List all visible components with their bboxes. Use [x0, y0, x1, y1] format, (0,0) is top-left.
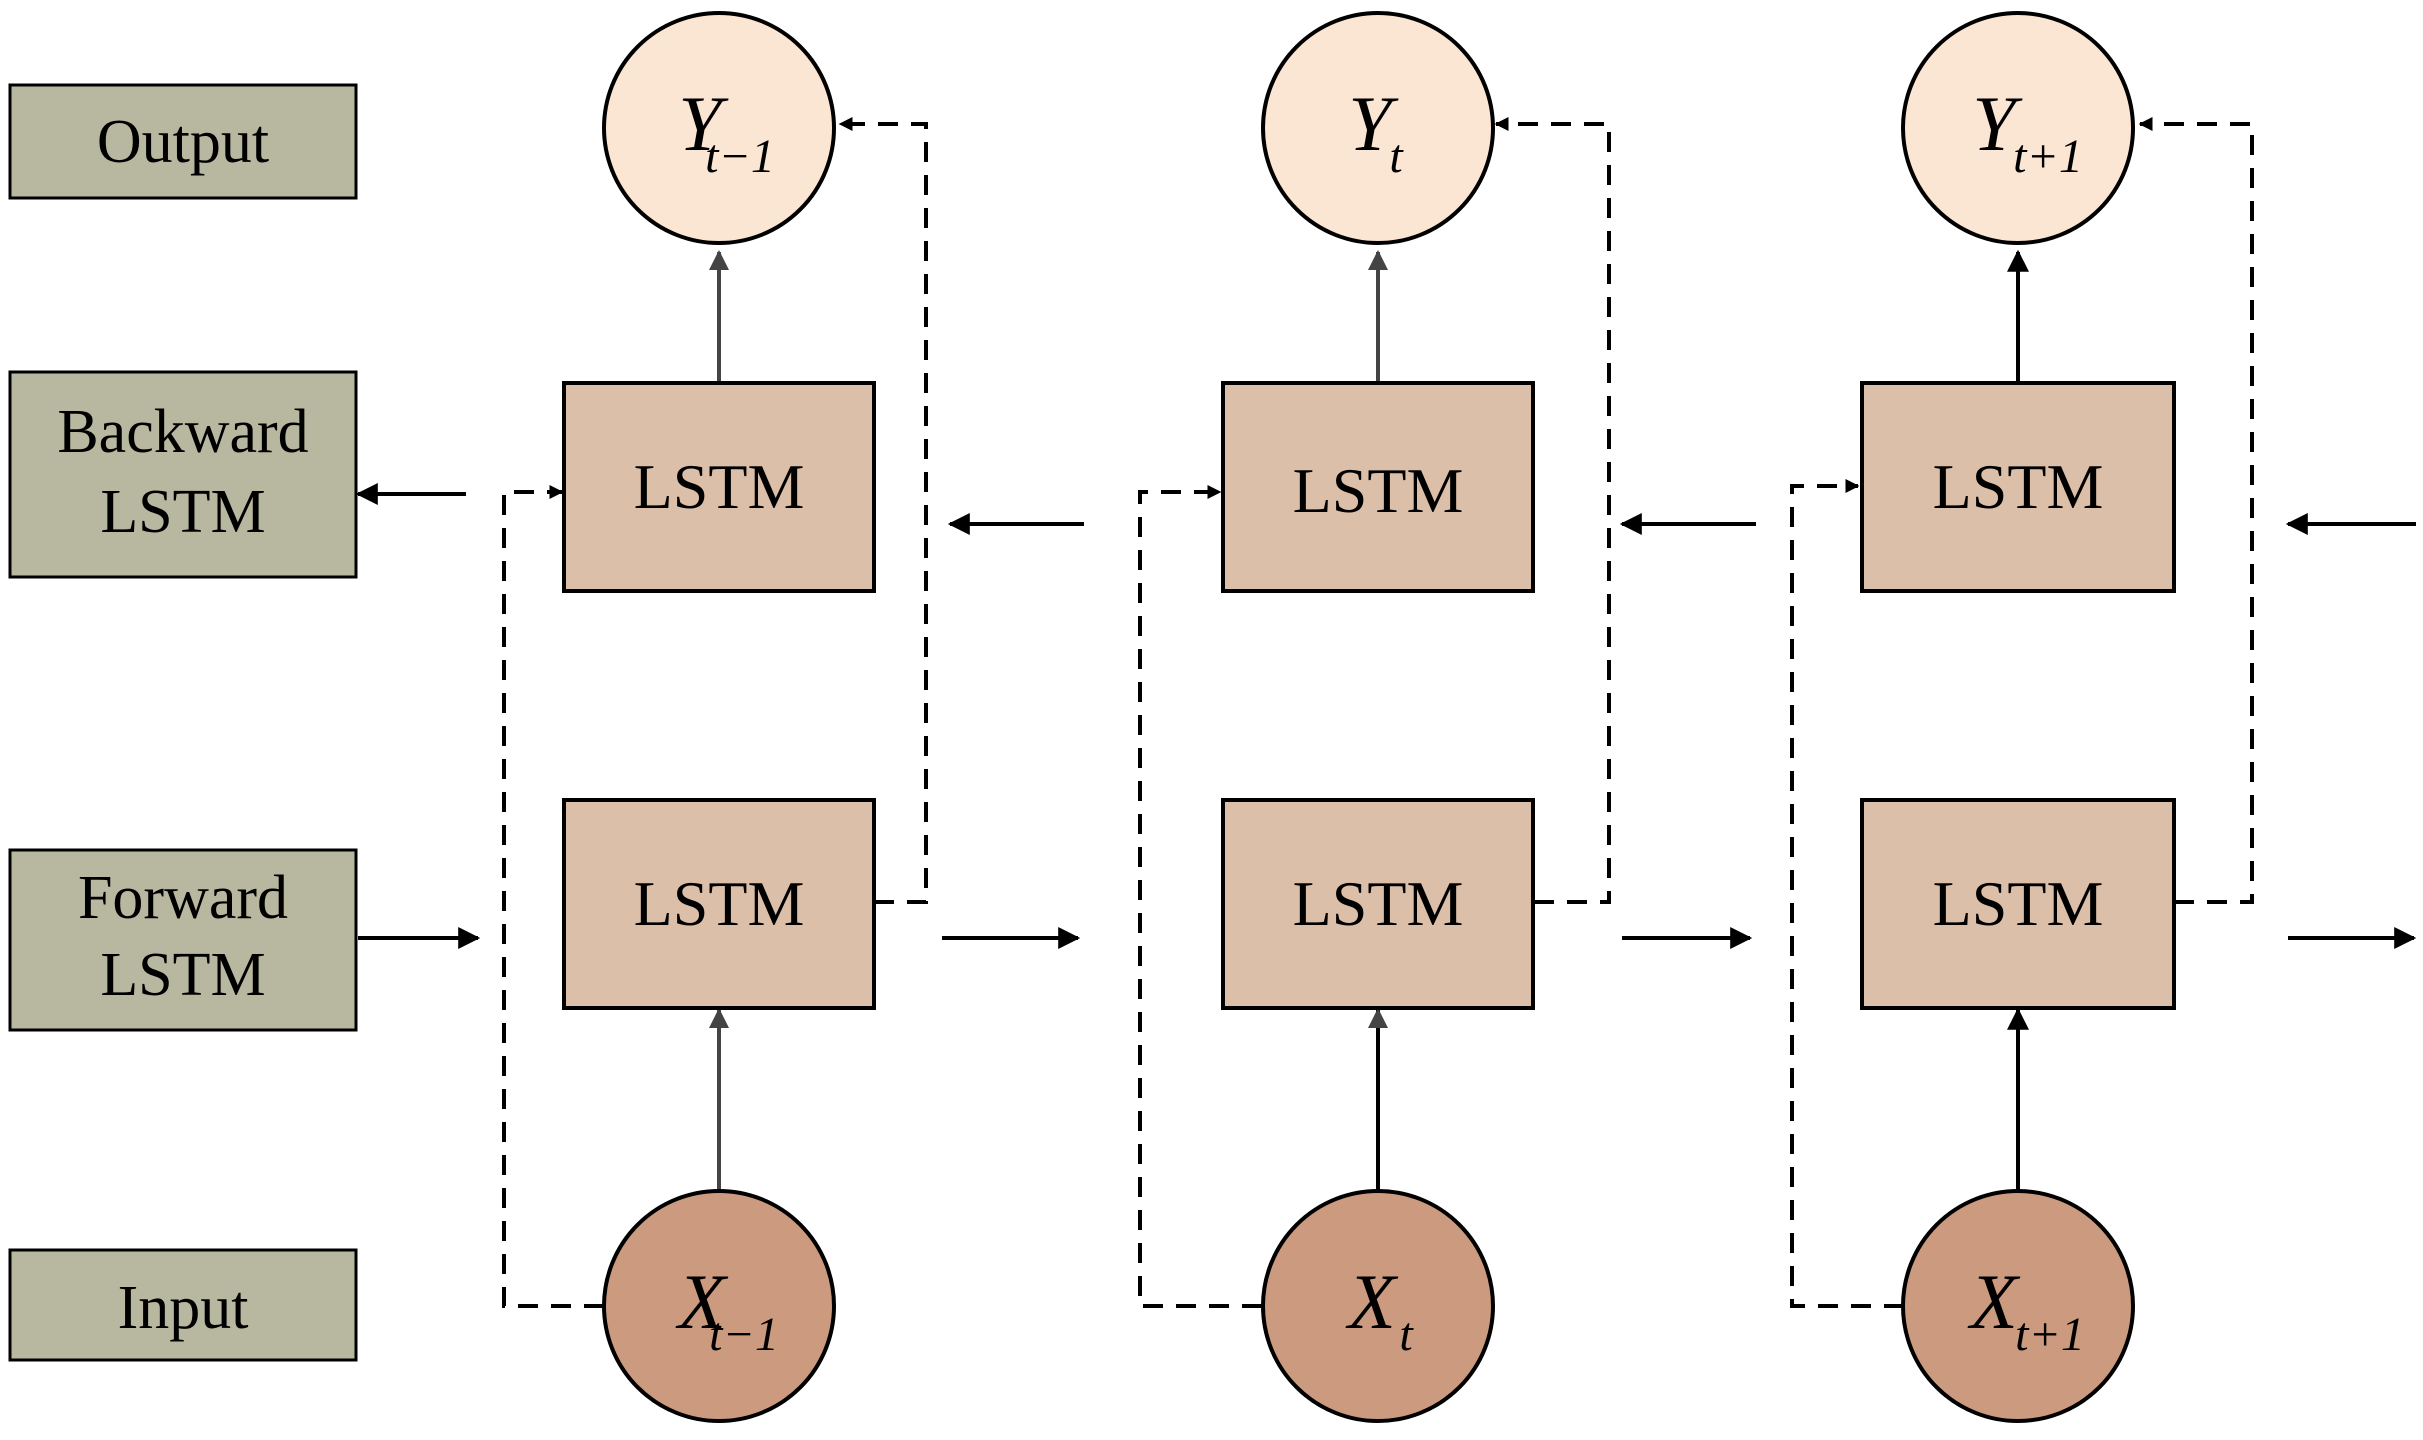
svg-text:LSTM: LSTM [1933, 451, 2104, 522]
svg-text:Y: Y [1972, 80, 2023, 167]
timestep-1: Y t−1 LSTM LSTM X t−1 [502, 11, 928, 1423]
svg-text:LSTM: LSTM [1933, 868, 2104, 939]
svg-text:t−1: t−1 [709, 1308, 779, 1361]
svg-text:t−1: t−1 [705, 130, 775, 183]
forward-lstm-3: LSTM [1860, 798, 2176, 1010]
svg-text:Output: Output [97, 108, 269, 176]
input-node-3: X t+1 [1901, 1189, 2135, 1423]
svg-text:Y: Y [1348, 80, 1399, 167]
input-node-2: X t [1261, 1189, 1495, 1423]
backward-lstm-3: LSTM [1860, 381, 2176, 593]
svg-text:Forward: Forward [78, 864, 288, 932]
svg-text:t+1: t+1 [2015, 1308, 2085, 1361]
svg-text:X: X [675, 1258, 729, 1345]
output-node-1: Y t−1 [602, 11, 836, 245]
svg-text:LSTM: LSTM [100, 478, 265, 546]
svg-text:LSTM: LSTM [634, 868, 805, 939]
output-node-2: Y t [1261, 11, 1495, 245]
svg-text:t: t [1399, 1308, 1414, 1361]
label-input: Input [8, 1248, 358, 1362]
timestep-3: Y t+1 LSTM LSTM X t+1 [1790, 11, 2254, 1423]
svg-text:LSTM: LSTM [100, 941, 265, 1009]
svg-text:LSTM: LSTM [1293, 455, 1464, 526]
timestep-2: Y t LSTM LSTM X t [1138, 11, 1611, 1423]
svg-text:X: X [1967, 1258, 2021, 1345]
svg-text:t+1: t+1 [2013, 130, 2083, 183]
backward-lstm-2: LSTM [1221, 381, 1535, 593]
svg-text:LSTM: LSTM [1293, 868, 1464, 939]
forward-lstm-2: LSTM [1221, 798, 1535, 1010]
svg-text:Input: Input [118, 1274, 249, 1342]
svg-text:Y: Y [678, 80, 729, 167]
label-output: Output [8, 83, 358, 200]
label-forward-lstm: Forward LSTM [8, 848, 358, 1032]
svg-text:Backward: Backward [57, 398, 308, 466]
label-backward-lstm: Backward LSTM [8, 370, 358, 579]
svg-text:t: t [1389, 130, 1404, 183]
input-node-1: X t−1 [602, 1189, 836, 1423]
svg-text:X: X [1345, 1258, 1399, 1345]
backward-lstm-1: LSTM [562, 381, 876, 593]
forward-lstm-1: LSTM [562, 798, 876, 1010]
svg-text:LSTM: LSTM [634, 451, 805, 522]
output-node-3: Y t+1 [1901, 11, 2135, 245]
